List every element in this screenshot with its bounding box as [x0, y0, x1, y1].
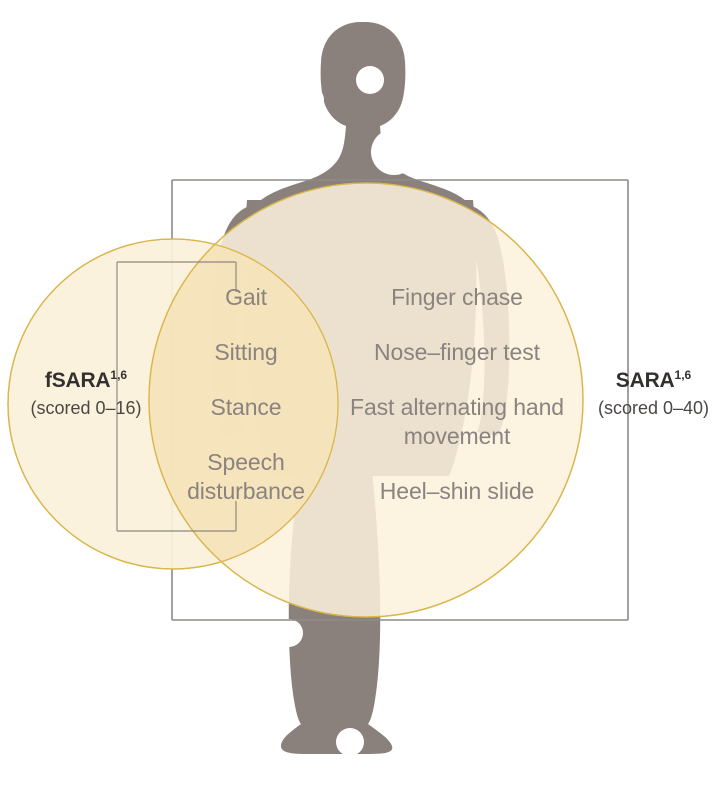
venn-overlap-region — [149, 239, 338, 569]
joint-marker-shoulder — [371, 129, 417, 175]
fsara-label: fSARA1,6 (scored 0–16) — [6, 368, 166, 419]
joint-marker-ankle — [336, 728, 364, 756]
joint-markers — [275, 66, 417, 756]
shared-items-list: Gait Sitting Stance Speech disturbance — [160, 283, 332, 506]
sara-label-name: SARA — [615, 369, 675, 392]
fsara-label-title: fSARA1,6 — [6, 368, 166, 393]
sara-label-superscript: 1,6 — [674, 368, 692, 382]
sara-label-title: SARA1,6 — [586, 368, 721, 393]
sara-item-fast-alternating-hand-movement: Fast alternating hand movement — [350, 393, 564, 449]
shared-item-speech-disturbance: Speech disturbance — [187, 448, 305, 504]
sara-item-finger-chase: Finger chase — [391, 284, 523, 310]
sara-label: SARA1,6 (scored 0–40) — [586, 368, 721, 419]
sara-item-nose-finger-test: Nose–finger test — [374, 338, 540, 365]
fsara-label-name: fSARA — [44, 369, 111, 392]
sara-label-score-range: (scored 0–40) — [597, 398, 710, 418]
fsara-label-superscript: 1,6 — [110, 368, 128, 382]
fsara-label-score-range: (scored 0–16) — [30, 398, 142, 418]
shared-item-sitting: Sitting — [214, 338, 278, 365]
shared-item-stance: Stance — [210, 393, 282, 420]
shared-item-gait: Gait — [225, 284, 267, 310]
sara-item-heel-shin-slide: Heel–shin slide — [379, 477, 535, 504]
fsara-scope-bracket — [116, 261, 237, 532]
sara-only-items-list: Finger chase Nose–finger test Fast alter… — [336, 283, 578, 506]
joint-marker-right-jaw — [356, 66, 384, 94]
joint-marker-knee — [275, 619, 303, 647]
joint-marker-left-jaw — [296, 86, 324, 114]
